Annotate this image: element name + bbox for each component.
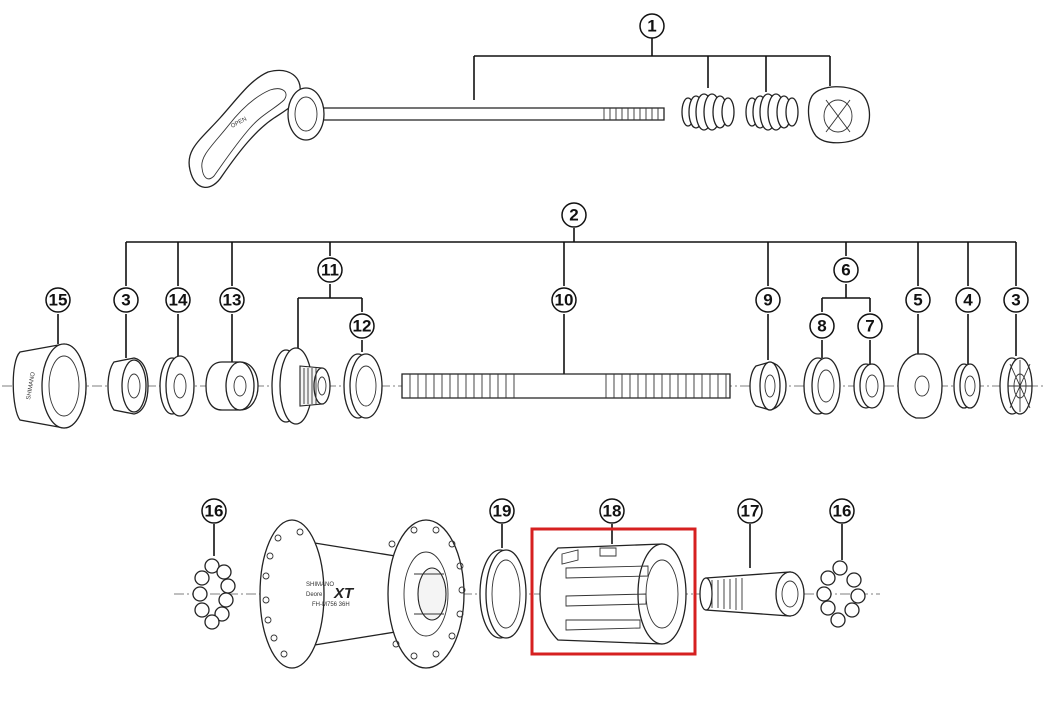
callout-18: 18 xyxy=(599,498,625,524)
callout-4: 4 xyxy=(955,287,981,313)
spacer-13 xyxy=(205,361,259,411)
lock-nut-3-right xyxy=(999,357,1033,415)
svg-text:8: 8 xyxy=(817,317,826,336)
callout-13: 13 xyxy=(219,287,245,313)
callout-10: 10 xyxy=(551,287,577,313)
callout-1: 1 xyxy=(639,13,665,39)
callout-9: 9 xyxy=(755,287,781,313)
ball-bearings-16-left xyxy=(192,558,236,630)
callout-17: 17 xyxy=(737,498,763,524)
washer-14 xyxy=(159,355,195,417)
callout-16-right: 16 xyxy=(829,498,855,524)
ball-bearings-16-right xyxy=(816,560,866,628)
svg-text:6: 6 xyxy=(841,261,850,280)
dust-cap-15: SHIMANO xyxy=(12,343,87,429)
svg-text:16: 16 xyxy=(833,502,852,521)
callout-8: 8 xyxy=(809,313,835,339)
svg-text:3: 3 xyxy=(121,291,130,310)
svg-text:4: 4 xyxy=(963,291,973,310)
svg-text:19: 19 xyxy=(493,502,512,521)
skewer-spring-right xyxy=(745,93,799,131)
hub-brand-text: XT xyxy=(333,585,355,602)
hub-axle-10 xyxy=(401,373,731,399)
cone-11 xyxy=(271,347,331,425)
svg-text:15: 15 xyxy=(49,291,68,310)
svg-text:7: 7 xyxy=(865,317,874,336)
svg-text:9: 9 xyxy=(763,291,772,310)
skewer-rod xyxy=(299,107,665,121)
hub-model-text: FH-M756 36H xyxy=(312,602,350,608)
quick-release-skewer-group: OPEN xyxy=(188,38,871,188)
svg-text:5: 5 xyxy=(913,291,922,310)
leader-lines-2 xyxy=(57,228,1017,374)
svg-text:2: 2 xyxy=(569,206,578,225)
svg-text:12: 12 xyxy=(353,317,372,336)
hub-series-text: Deore xyxy=(306,592,323,598)
lock-nut-3-left xyxy=(107,357,149,415)
callout-15: 15 xyxy=(45,287,71,313)
callout-5: 5 xyxy=(905,287,931,313)
skewer-adjusting-nut xyxy=(807,86,871,144)
callout-3-left: 3 xyxy=(113,287,139,313)
callout-16-left: 16 xyxy=(201,498,227,524)
callout-19: 19 xyxy=(489,498,515,524)
leader-lines-1 xyxy=(473,38,831,100)
dust-cap-text: SHIMANO xyxy=(26,371,37,400)
hub-body-group: SHIMANO Deore XT FH-M756 36H xyxy=(174,519,880,669)
svg-text:17: 17 xyxy=(741,502,760,521)
callout-6: 6 xyxy=(833,257,859,283)
skewer-spring-left xyxy=(681,93,735,131)
svg-text:10: 10 xyxy=(555,291,574,310)
svg-text:16: 16 xyxy=(205,502,224,521)
hub-maker-text: SHIMANO xyxy=(306,582,334,588)
highlight-box xyxy=(530,527,697,656)
callout-12: 12 xyxy=(349,313,375,339)
freehub-body-18 xyxy=(539,543,687,645)
skewer-lever: OPEN xyxy=(188,69,325,188)
hub-shell: SHIMANO Deore XT FH-M756 36H xyxy=(259,519,466,669)
seal-ring-12 xyxy=(343,353,383,419)
callout-2: 2 xyxy=(561,202,587,228)
callout-11: 11 xyxy=(317,257,343,283)
seal-7 xyxy=(853,363,885,409)
spacer-ring-19 xyxy=(479,549,527,639)
callout-7: 7 xyxy=(857,313,883,339)
lock-nut-9 xyxy=(749,361,787,411)
freehub-bolt-17 xyxy=(699,571,805,617)
axle-assembly-group: SHIMANO xyxy=(2,228,1046,429)
callouts: 1 2 3 14 13 11 12 10 xyxy=(45,13,1029,524)
svg-text:3: 3 xyxy=(1011,291,1020,310)
spacer-5 xyxy=(897,353,943,419)
svg-text:11: 11 xyxy=(321,261,339,280)
cone-8 xyxy=(803,357,841,415)
callout-3-right: 3 xyxy=(1003,287,1029,313)
washer-4 xyxy=(953,363,981,409)
callout-14: 14 xyxy=(165,287,191,313)
svg-text:18: 18 xyxy=(603,502,622,521)
svg-text:13: 13 xyxy=(223,291,242,310)
svg-text:1: 1 xyxy=(647,17,656,36)
svg-text:14: 14 xyxy=(169,291,188,310)
